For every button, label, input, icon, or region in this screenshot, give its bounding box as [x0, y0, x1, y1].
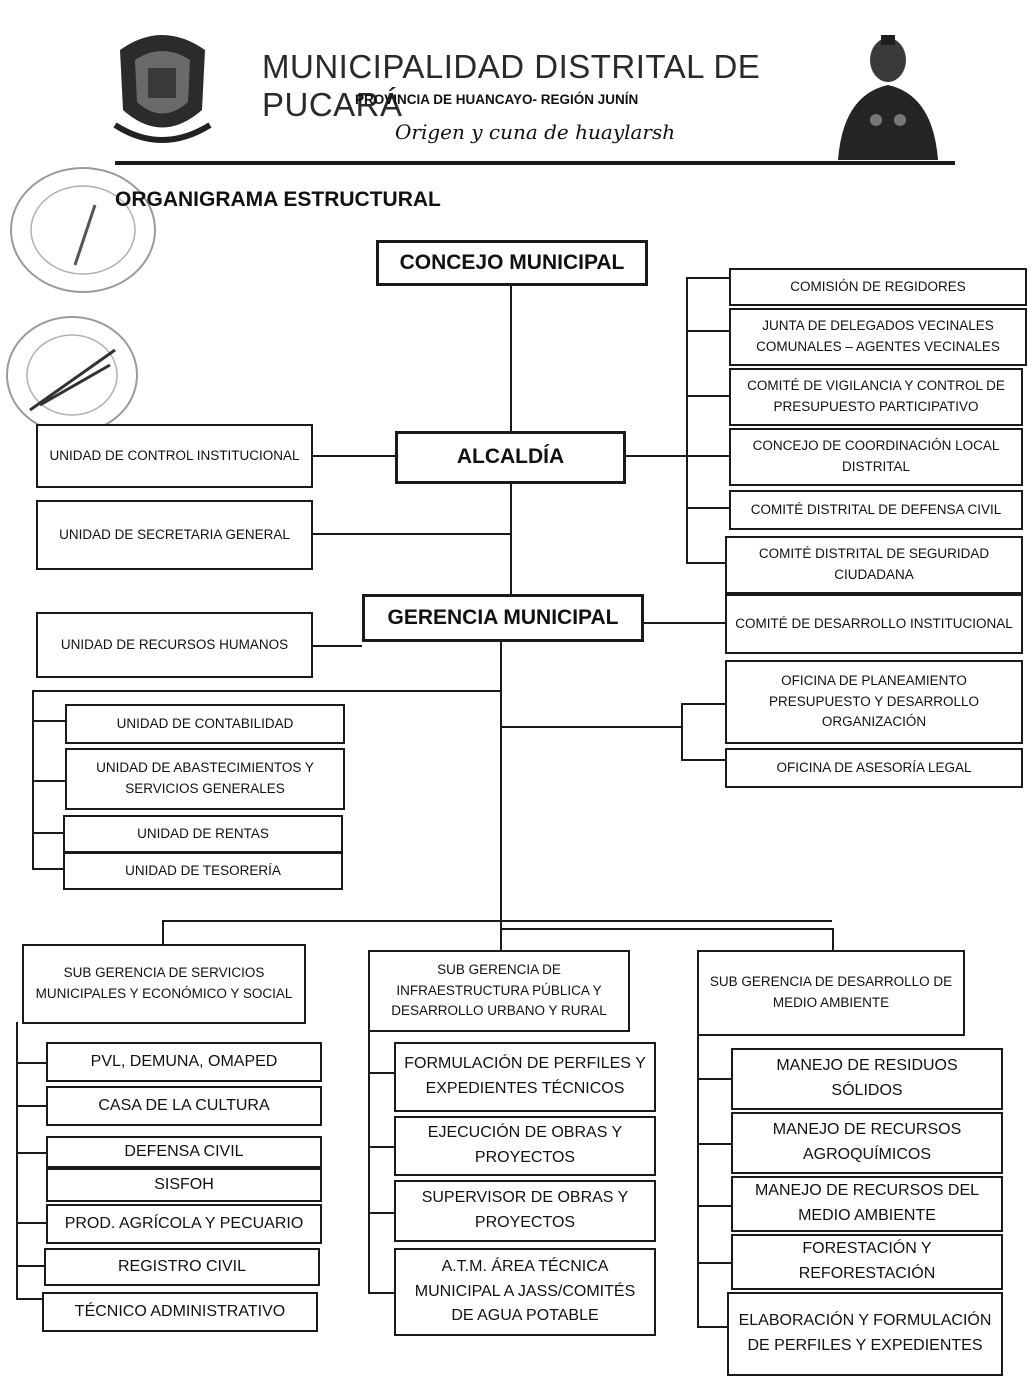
subgerencia-child-box: DEFENSA CIVIL	[46, 1136, 322, 1168]
committee-box: COMITÉ DE VIGILANCIA Y CONTROL DE PRESUP…	[729, 368, 1023, 426]
subgerencia-child-box: PVL, DEMUNA, OMAPED	[46, 1042, 322, 1082]
unit-control-institucional: UNIDAD DE CONTROL INSTITUCIONAL	[36, 424, 313, 488]
subgerencia-servicios-box: SUB GERENCIA DE SERVICIOS MUNICIPALES Y …	[22, 944, 306, 1024]
connector	[686, 395, 730, 397]
connector	[697, 1036, 699, 1328]
subgerencia-child-box: SUPERVISOR DE OBRAS Y PROYECTOS	[394, 1180, 656, 1242]
subgerencia-child-box: FORMULACIÓN DE PERFILES Y EXPEDIENTES TÉ…	[394, 1042, 656, 1112]
subgerencia-child-box: CASA DE LA CULTURA	[46, 1086, 322, 1126]
subgerencia-child-box: PROD. AGRÍCOLA Y PECUARIO	[46, 1204, 322, 1244]
subgerencia-child-box: TÉCNICO ADMINISTRATIVO	[42, 1292, 318, 1332]
connector	[686, 277, 688, 563]
connector	[832, 928, 834, 950]
subgerencia-child-box: REGISTRO CIVIL	[44, 1248, 320, 1286]
subgerencia-child-box: MANEJO DE RECURSOS AGROQUÍMICOS	[731, 1112, 1003, 1174]
subgerencia-child-box: ELABORACIÓN Y FORMULACIÓN DE PERFILES Y …	[727, 1292, 1003, 1376]
admin-unit-box: UNIDAD DE ABASTECIMIENTOS Y SERVICIOS GE…	[65, 748, 345, 810]
connector	[16, 1022, 18, 1298]
municipal-crest-icon	[113, 35, 212, 143]
founder-portrait-icon	[838, 35, 938, 160]
municipality-title: MUNICIPALIDAD DISTRITAL DE PUCARÁ	[262, 48, 761, 123]
connector	[312, 533, 512, 535]
office-box: OFICINA DE PLANEAMIENTO PRESUPUESTO Y DE…	[725, 660, 1023, 744]
committee-box: COMISIÓN DE REGIDORES	[729, 268, 1027, 306]
subgerencia-child-box: FORESTACIÓN Y REFORESTACIÓN	[731, 1234, 1003, 1290]
connector	[16, 1265, 46, 1267]
subgerencia-child-box: MANEJO DE RECURSOS DEL MEDIO AMBIENTE	[731, 1176, 1003, 1232]
connector	[16, 1222, 46, 1224]
committee-box: COMITÉ DISTRITAL DE DEFENSA CIVIL	[729, 490, 1023, 530]
connector	[312, 645, 362, 647]
connector	[368, 1212, 396, 1214]
connector	[16, 1105, 46, 1107]
connector	[681, 703, 683, 761]
connector	[500, 928, 834, 930]
subgerencia-child-box: MANEJO DE RESIDUOS SÓLIDOS	[731, 1048, 1003, 1110]
connector	[32, 832, 64, 834]
committee-box: JUNTA DE DELEGADOS VECINALES COMUNALES –…	[729, 308, 1027, 366]
connector	[697, 1326, 731, 1328]
subgerencia-child-box: SISFOH	[46, 1168, 322, 1202]
municipality-motto: Origen y cuna de huaylarsh	[395, 120, 676, 144]
connector	[681, 703, 726, 705]
subgerencia-infraestructura-box: SUB GERENCIA DE INFRAESTRUCTURA PÚBLICA …	[368, 950, 630, 1032]
connector	[500, 920, 502, 950]
admin-unit-box: UNIDAD DE CONTABILIDAD	[65, 704, 345, 744]
connector	[686, 507, 730, 509]
connector	[510, 482, 512, 597]
connector	[312, 455, 396, 457]
connector	[32, 780, 66, 782]
connector	[686, 277, 730, 279]
connector	[368, 1072, 396, 1074]
concejo-municipal-box: CONCEJO MUNICIPAL	[376, 240, 648, 286]
admin-unit-box: UNIDAD DE TESORERÍA	[63, 852, 343, 890]
alcaldia-box: ALCALDÍA	[395, 431, 626, 484]
connector	[162, 920, 164, 944]
connector	[368, 1032, 370, 1294]
connector	[16, 1062, 46, 1064]
unit-secretaria-general: UNIDAD DE SECRETARIA GENERAL	[36, 500, 313, 570]
connector	[32, 720, 66, 722]
connector	[643, 622, 726, 624]
committee-box: COMITÉ DISTRITAL DE SEGURIDAD CIUDADANA	[725, 536, 1023, 594]
signature-stamp-icon	[6, 316, 138, 434]
connector	[697, 1262, 731, 1264]
connector	[32, 690, 502, 692]
connector	[16, 1152, 46, 1154]
connector	[16, 1298, 46, 1300]
province-region-subtitle: PROVINCIA DE HUANCAYO- REGIÓN JUNÍN	[355, 92, 639, 107]
connector	[697, 1205, 731, 1207]
connector	[686, 330, 730, 332]
connector	[686, 562, 726, 564]
office-box: OFICINA DE ASESORÍA LEGAL	[725, 748, 1023, 788]
official-stamp-icon	[10, 167, 156, 293]
page-title: ORGANIGRAMA ESTRUCTURAL	[115, 188, 441, 211]
connector	[681, 759, 726, 761]
office-box: COMITÉ DE DESARROLLO INSTITUCIONAL	[725, 594, 1023, 654]
connector	[510, 284, 512, 434]
connector	[686, 455, 730, 457]
unit-recursos-humanos: UNIDAD DE RECURSOS HUMANOS	[36, 612, 313, 678]
connector	[368, 1146, 396, 1148]
subgerencia-child-box: EJECUCIÓN DE OBRAS Y PROYECTOS	[394, 1116, 656, 1176]
admin-unit-box: UNIDAD DE RENTAS	[63, 815, 343, 853]
connector	[500, 640, 502, 928]
connector	[697, 1143, 731, 1145]
connector	[697, 1078, 731, 1080]
gerencia-municipal-box: GERENCIA MUNICIPAL	[362, 594, 644, 642]
subgerencia-medio-ambiente-box: SUB GERENCIA DE DESARROLLO DE MEDIO AMBI…	[697, 950, 965, 1036]
connector	[368, 1292, 396, 1294]
committee-box: CONCEJO DE COORDINACIÓN LOCAL DISTRITAL	[729, 428, 1023, 486]
header-divider	[115, 161, 955, 165]
subgerencia-child-box: A.T.M. ÁREA TÉCNICA MUNICIPAL A JASS/COM…	[394, 1248, 656, 1336]
connector	[500, 726, 682, 728]
connector	[32, 868, 64, 870]
connector	[162, 920, 832, 922]
connector	[625, 455, 687, 457]
